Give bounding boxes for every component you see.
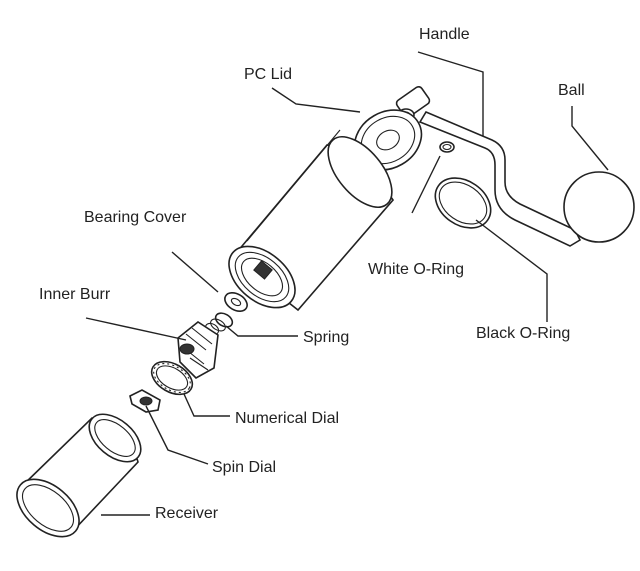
label-numerical-dial: Numerical Dial (235, 410, 339, 427)
spring (204, 312, 234, 336)
spin-dial (129, 389, 161, 413)
label-black-o-ring: Black O-Ring (476, 325, 570, 342)
label-white-o-ring: White O-Ring (368, 261, 464, 278)
white-o-ring (439, 141, 455, 153)
label-pc-lid: PC Lid (244, 66, 292, 83)
handle (395, 85, 582, 247)
numerical-dial (150, 360, 194, 396)
label-receiver: Receiver (155, 505, 219, 522)
label-spin-dial: Spin Dial (212, 459, 276, 476)
leader-lines (85, 51, 609, 516)
receiver (16, 413, 142, 538)
bearing-cover (224, 292, 248, 312)
label-handle: Handle (419, 26, 470, 43)
black-o-ring (434, 177, 492, 229)
label-ball: Ball (558, 82, 585, 99)
inner-burr (177, 321, 219, 379)
label-spring: Spring (303, 329, 349, 346)
label-bearing-cover: Bearing Cover (84, 209, 187, 226)
label-inner-burr: Inner Burr (39, 286, 111, 303)
grinder-body (228, 129, 395, 312)
ball (563, 171, 635, 243)
labels: Handle PC Lid Ball Bearing Cover White O… (39, 26, 585, 522)
